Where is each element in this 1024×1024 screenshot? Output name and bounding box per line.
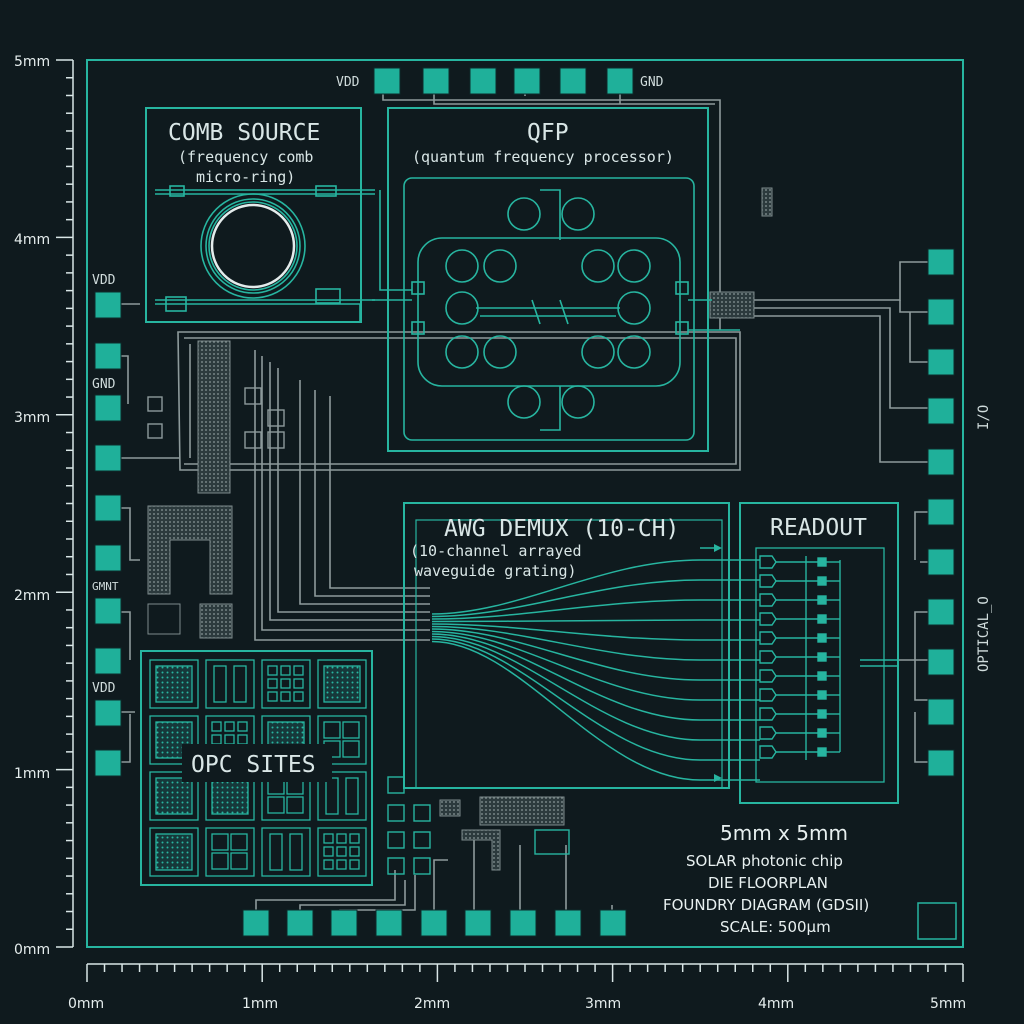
vdd-left-label-1: VDD [92, 273, 116, 288]
y-label-2mm: 2mm [14, 588, 50, 604]
opc-block: OPC SITES [140, 650, 373, 886]
hatched-regions [147, 187, 773, 871]
y-label-1mm: 1mm [14, 766, 50, 782]
readout-title: READOUT [770, 515, 867, 541]
comb-source-title: COMB SOURCE [168, 120, 320, 146]
x-ruler [86, 963, 964, 982]
awg-sub2: waveguide grating) [414, 562, 577, 580]
test-structures [147, 387, 570, 875]
io-label: I/O [976, 405, 992, 430]
y-label-3mm: 3mm [14, 410, 50, 426]
die-outline [86, 59, 964, 948]
garbled-left-label: GMNT [92, 580, 119, 593]
qfp-sub: (quantum frequency processor) [412, 148, 674, 166]
vdd-left-label-2: VDD [92, 681, 116, 696]
awg-sub1: (10-channel arrayed [410, 542, 582, 560]
opc-title: OPC SITES [191, 752, 316, 778]
comb-source-sub2: micro-ring) [196, 168, 295, 186]
info-line-4: SCALE: 500µm [720, 918, 831, 936]
y-label-4mm: 4mm [14, 232, 50, 248]
bottom-pads [242, 909, 627, 937]
top-pads [373, 67, 634, 95]
die-size: 5mm x 5mm [720, 821, 848, 845]
readout-block: READOUT [739, 502, 899, 804]
y-label-0mm: 0mm [14, 942, 50, 958]
comb-source-block: COMB SOURCE (frequency comb micro-ring) [145, 107, 375, 323]
info-line-2: DIE FLOORPLAN [708, 874, 828, 892]
x-label-1mm: 1mm [242, 996, 278, 1012]
info-line-3: FOUNDRY DIAGRAM (GDSII) [663, 896, 869, 914]
y-label-5mm: 5mm [14, 54, 50, 70]
qfp-title: QFP [527, 120, 569, 146]
vdd-top-label: VDD [336, 75, 360, 90]
awg-title: AWG DEMUX (10-CH) [444, 516, 679, 542]
qfp-block: QFP (quantum frequency processor) [372, 107, 740, 452]
x-label-2mm: 2mm [414, 996, 450, 1012]
info-block: 5mm x 5mm SOLAR photonic chip DIE FLOORP… [663, 821, 869, 936]
gnd-left-label: GND [92, 377, 116, 392]
x-label-5mm: 5mm [930, 996, 966, 1012]
x-label-0mm: 0mm [68, 996, 104, 1012]
x-label-4mm: 4mm [758, 996, 794, 1012]
info-line-1: SOLAR photonic chip [686, 852, 843, 870]
right-pads [927, 248, 955, 777]
x-label-3mm: 3mm [585, 996, 621, 1012]
comb-source-sub1: (frequency comb [178, 148, 313, 166]
awg-block: AWG DEMUX (10-CH) (10-channel arrayed wa… [403, 502, 760, 789]
y-ruler [56, 59, 74, 948]
corner-marker [917, 902, 957, 940]
left-pads [94, 291, 122, 777]
gnd-top-label: GND [640, 75, 664, 90]
optical-label: OPTICAL_O [976, 596, 992, 672]
